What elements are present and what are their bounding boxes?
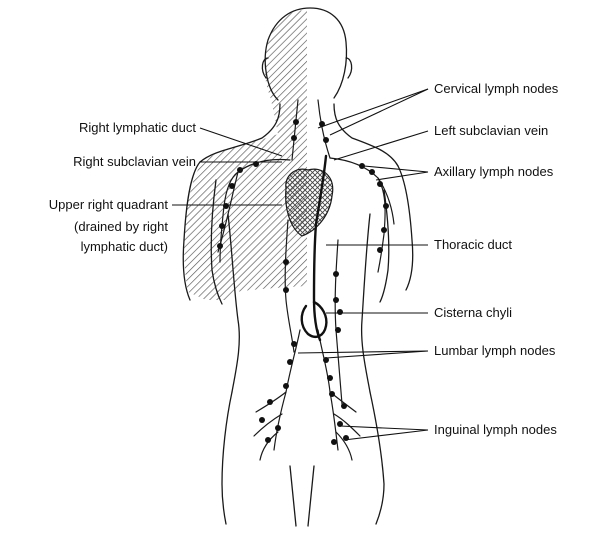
label-upper-right-quadrant: Upper right quadrant <box>49 197 169 212</box>
label-inguinal-lymph-nodes: Inguinal lymph nodes <box>434 422 557 437</box>
label-right-lymphatic-duct: Right lymphatic duct <box>79 120 196 135</box>
label-cisterna-chyli: Cisterna chyli <box>434 305 512 320</box>
label-thoracic-duct: Thoracic duct <box>434 237 512 252</box>
upper-right-quadrant-shading <box>184 10 307 300</box>
label-upper-right-quadrant-note-1: (drained by right <box>74 219 168 234</box>
label-left-subclavian-vein: Left subclavian vein <box>434 123 548 138</box>
label-cervical-lymph-nodes: Cervical lymph nodes <box>434 81 559 96</box>
label-right-subclavian-vein: Right subclavian vein <box>73 154 196 169</box>
label-axillary-lymph-nodes: Axillary lymph nodes <box>434 164 554 179</box>
heart <box>286 169 333 236</box>
label-lumbar-lymph-nodes: Lumbar lymph nodes <box>434 343 556 358</box>
label-upper-right-quadrant-note-2: lymphatic duct) <box>81 239 168 254</box>
